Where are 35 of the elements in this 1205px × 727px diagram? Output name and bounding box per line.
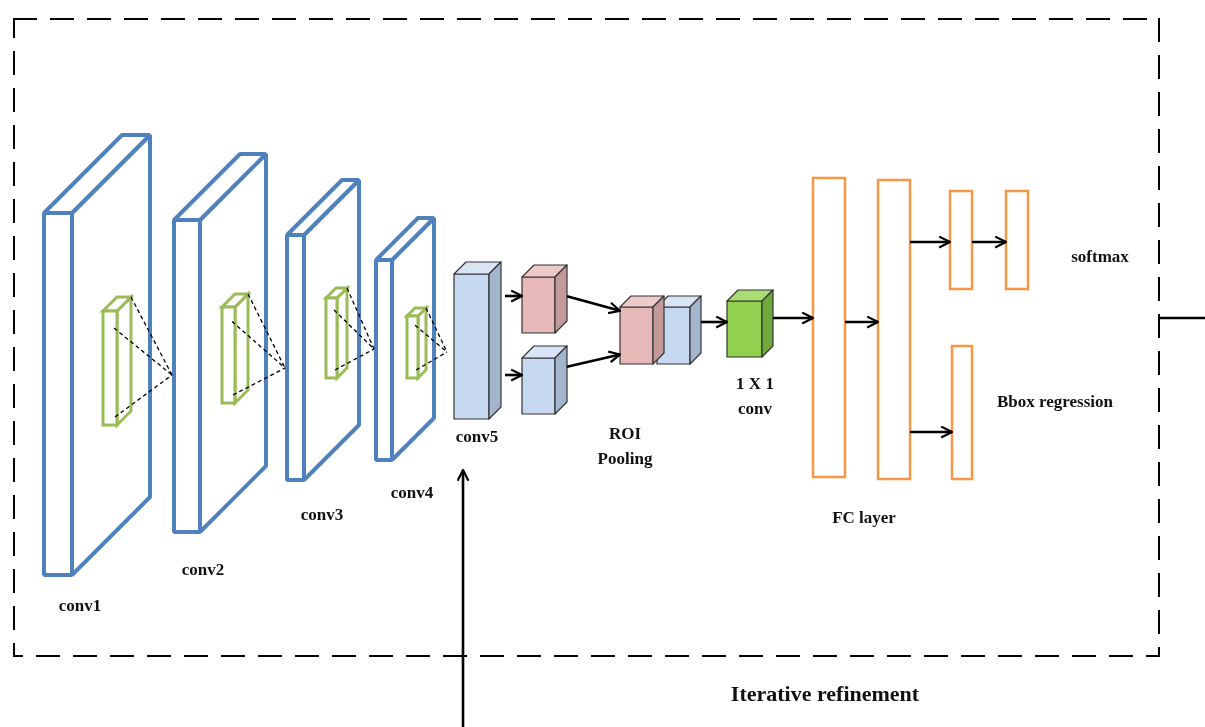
layer-label: conv2 (180, 559, 226, 581)
connector-line (1160, 316, 1205, 320)
fc-layer-bar (950, 191, 972, 289)
feature-cube (727, 290, 773, 357)
feature-map-slab (44, 135, 150, 575)
arrow (566, 294, 622, 315)
layer-label: conv5 (455, 427, 499, 447)
layer-label: conv1 (57, 595, 103, 617)
arrow (910, 425, 954, 439)
arrow (456, 468, 470, 727)
arrow (845, 315, 880, 329)
arrow (910, 235, 952, 249)
layer-label: 1 X 1 conv (735, 373, 775, 420)
feature-cube (522, 346, 567, 414)
region-label: Iterative refinement (729, 680, 921, 708)
fc-layer-bar (813, 178, 845, 477)
arrow (701, 315, 729, 329)
fc-layer-bar (1006, 191, 1028, 289)
arrow (972, 235, 1008, 249)
fc-layer-bar (878, 180, 910, 479)
arrow (505, 368, 524, 382)
layer-label: ROI Pooling (596, 423, 654, 470)
feature-map-slab (174, 154, 266, 532)
feature-cube (522, 265, 567, 333)
layer-label: Bbox regression (996, 391, 1114, 413)
arrow (505, 289, 524, 303)
fc-layer-bar (952, 346, 972, 479)
layer-label: conv4 (389, 482, 435, 504)
arrow (566, 350, 622, 369)
layer-label: FC layer (831, 507, 897, 529)
roi-pooling-cubes (620, 296, 701, 364)
layer-label: conv3 (299, 504, 345, 526)
dashed-region-border (13, 18, 1160, 657)
layer-label: softmax (1070, 246, 1130, 268)
arrow (773, 311, 815, 325)
